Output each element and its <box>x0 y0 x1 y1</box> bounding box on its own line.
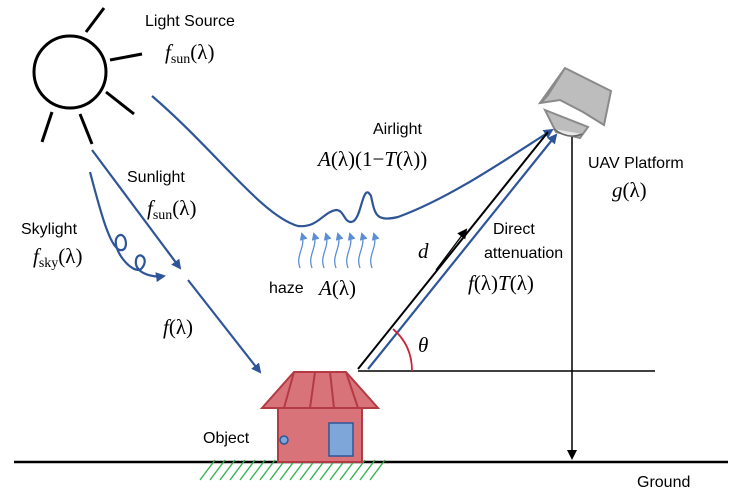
haze-arrows <box>298 232 380 269</box>
sun-icon <box>32 7 143 145</box>
skylight-ray <box>88 171 166 283</box>
uav-platform-icon <box>537 66 613 140</box>
sensor-response-formula: g(λ) <box>612 178 647 202</box>
airlight-ray <box>151 95 554 228</box>
sunlight-formula: fsun(λ) <box>147 196 196 223</box>
airlight-formula: A(λ)(1−T(λ)) <box>316 147 427 171</box>
airlight-label: Airlight <box>373 121 422 138</box>
distance-arrow <box>435 228 468 271</box>
sunlight-ray <box>91 149 182 270</box>
light-source-label: Light Source <box>145 13 235 30</box>
skylight-formula: fsky(λ) <box>33 244 82 271</box>
haze-label: haze <box>269 280 304 297</box>
object-ray <box>187 279 262 374</box>
theta-label: θ <box>418 333 428 357</box>
direct-path-black <box>357 131 549 370</box>
grass-hatch <box>199 459 386 481</box>
direct-attenuation-formula: f(λ)T(λ) <box>468 271 534 295</box>
uav-platform-label: UAV Platform <box>588 155 684 172</box>
sunlight-label: Sunlight <box>127 169 185 186</box>
house-icon <box>259 371 381 463</box>
direct-label: Direct <box>493 221 535 238</box>
object-label: Object <box>203 430 250 447</box>
distance-label: d <box>418 239 429 263</box>
skylight-label: Skylight <box>21 221 78 238</box>
angle-arc <box>392 328 413 372</box>
sun-spectrum-formula: fsun(λ) <box>165 40 214 67</box>
haze-formula: A(λ) <box>317 276 356 300</box>
object-reflectance-formula: f(λ) <box>163 315 193 339</box>
attenuation-label: attenuation <box>484 245 563 262</box>
ground-label: Ground <box>637 474 690 491</box>
direct-path-blue <box>367 133 558 370</box>
